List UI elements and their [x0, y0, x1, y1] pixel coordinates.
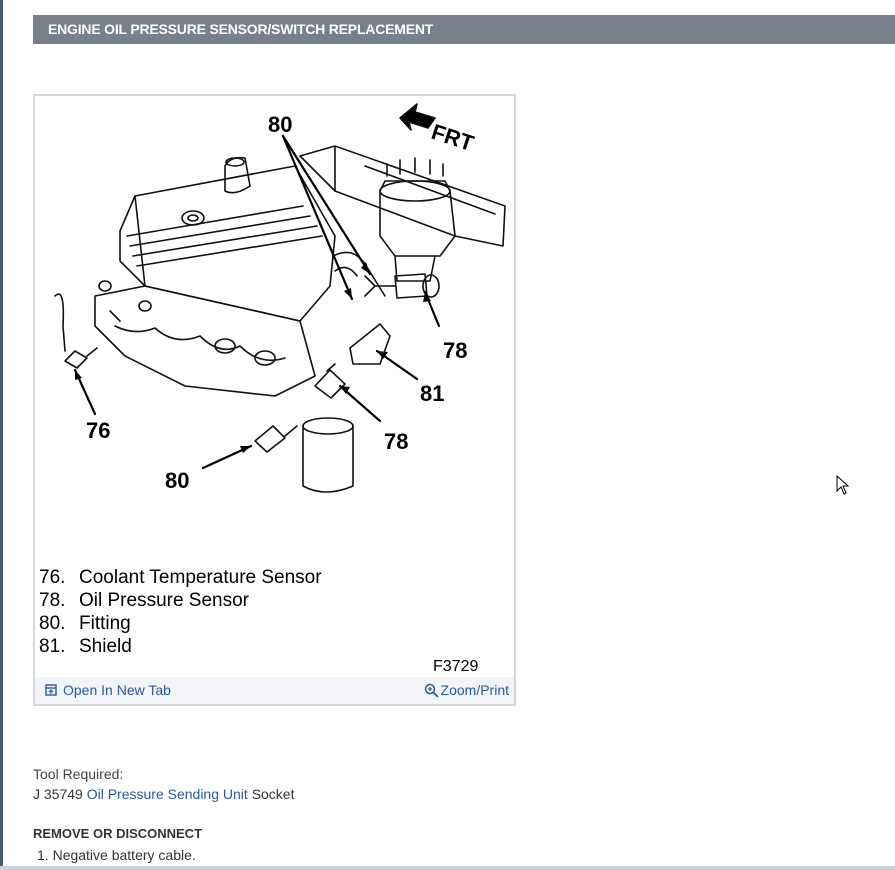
callout-76: 76 — [86, 418, 110, 443]
callout-80-bottom: 80 — [165, 468, 189, 493]
procedure-heading: REMOVE OR DISCONNECT — [33, 826, 203, 841]
zoom-print-label: Zoom/Print — [440, 682, 509, 698]
figure-code: F3729 — [433, 658, 479, 675]
legend-item: 76. Coolant Temperature Sensor — [39, 566, 322, 589]
legend-text: Shield — [79, 636, 132, 657]
legend-text: Oil Pressure Sensor — [79, 590, 250, 611]
legend-number: 76. — [39, 567, 66, 588]
legend-number: 80. — [39, 613, 66, 634]
zoom-print-link[interactable]: Zoom/Print — [424, 682, 509, 698]
callout-78-lower: 78 — [384, 429, 408, 454]
legend-number: 78. — [39, 590, 66, 611]
callout-81: 81 — [420, 381, 444, 406]
procedure-step: 1. Negative battery cable. — [37, 847, 196, 863]
figure-panel: FRT 80 78 81 78 76 80 76. Coolant Temper… — [33, 94, 516, 706]
legend-number: 81. — [39, 636, 66, 657]
callout-78-right: 78 — [443, 338, 467, 363]
direction-label: FRT — [428, 119, 477, 156]
legend-item: 78. Oil Pressure Sensor — [39, 589, 322, 612]
tool-part-number: J 35749 — [33, 786, 83, 802]
step-text: Negative battery cable. — [52, 847, 196, 863]
bottom-edge-rule — [0, 866, 895, 870]
tool-required-label: Tool Required: — [33, 766, 124, 782]
open-new-tab-icon — [45, 684, 57, 696]
legend-item: 80. Fitting — [39, 612, 322, 635]
open-in-new-tab-label: Open In New Tab — [63, 682, 171, 698]
open-in-new-tab-link[interactable]: Open In New Tab — [45, 682, 171, 698]
section-title: ENGINE OIL PRESSURE SENSOR/SWITCH REPLAC… — [33, 15, 895, 44]
callout-80-top: 80 — [268, 112, 292, 137]
tool-required-item: J 35749 Oil Pressure Sending Unit Socket — [33, 786, 295, 802]
step-number: 1. — [37, 847, 49, 863]
figure-toolbar: Open In New Tab Zoom/Print — [35, 677, 514, 704]
legend-text: Coolant Temperature Sensor — [79, 567, 322, 588]
oil-pressure-sending-unit-link[interactable]: Oil Pressure Sending Unit — [86, 786, 248, 802]
figure-legend: 76. Coolant Temperature Sensor 78. Oil P… — [39, 566, 322, 658]
left-edge-rule — [0, 0, 3, 870]
legend-text: Fitting — [79, 613, 131, 634]
mouse-cursor-icon — [836, 475, 850, 495]
zoom-magnifier-icon — [424, 683, 439, 698]
engine-diagram: FRT 80 78 81 78 76 80 — [54, 103, 506, 493]
tool-suffix: Socket — [251, 786, 295, 802]
legend-item: 81. Shield — [39, 635, 322, 658]
